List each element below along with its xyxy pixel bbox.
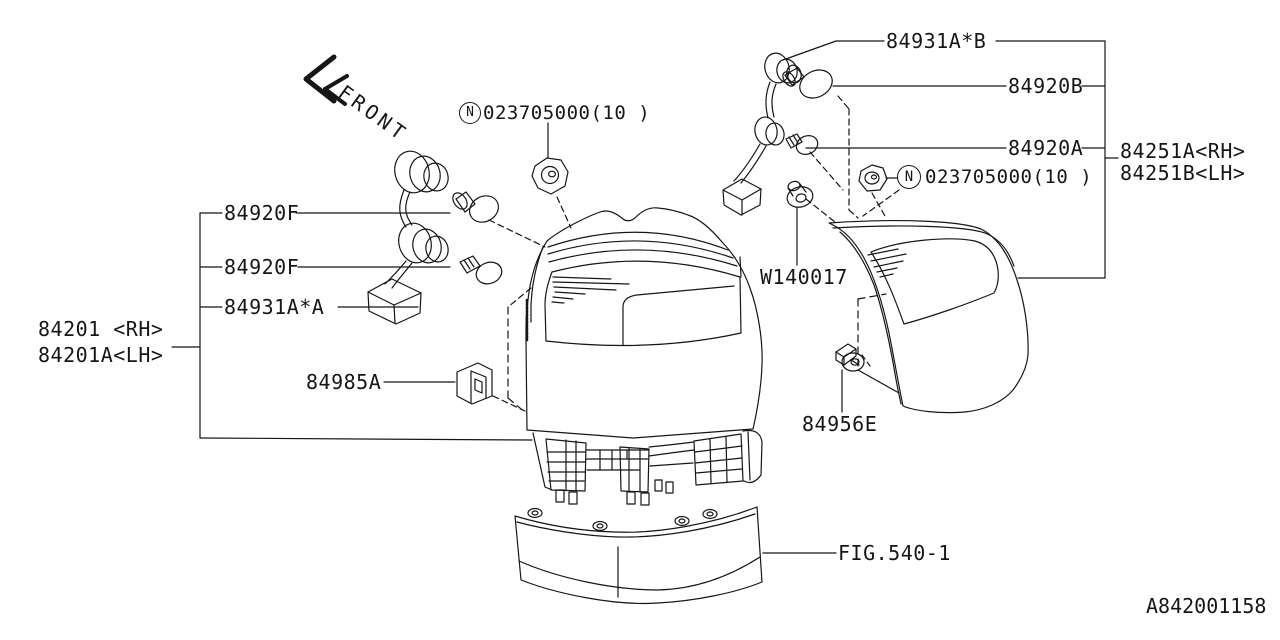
nut-left (531, 122, 572, 229)
part-label-bulb-a: 84920A (1008, 136, 1084, 160)
part-label-lens-rh: 84251A<RH> (1120, 139, 1246, 163)
bulb-84920f-2 (459, 255, 532, 308)
part-label-cord-a: 84931A*A (224, 295, 325, 319)
leader-lines (171, 40, 1119, 554)
part-label-lamp-lh: 84201A<LH> (38, 343, 164, 367)
part-label-screw-w: W140017 (760, 265, 848, 289)
nut-symbol-icon: N (897, 165, 921, 189)
nut-right (858, 164, 900, 217)
part-label-cord-b: 84931A*B (886, 29, 987, 53)
body-panel-dashed-left (507, 306, 527, 414)
figure-reference-label: FIG.540-1 (838, 541, 951, 565)
part-label-nut-left: 023705000(10 ) (483, 102, 651, 124)
bulb-84920a (785, 133, 844, 191)
lens-assembly-right (828, 219, 1029, 414)
part-label-packing: 84985A (306, 370, 382, 394)
clip-84985a (456, 362, 526, 412)
lamp-assembly-main (525, 207, 763, 506)
bulb-84920f-1 (452, 191, 546, 248)
part-label-bulb-f1: 84920F (224, 201, 300, 225)
left-harness-cord (367, 150, 449, 325)
nut-symbol-icon: N (459, 102, 481, 124)
part-label-lens-lh: 84251B<LH> (1120, 161, 1246, 185)
screw-w140017 (786, 180, 836, 266)
part-label-nut-right: 023705000(10 ) (925, 166, 1093, 188)
drawing-number: A842001158 (1146, 594, 1267, 618)
front-arrow-icon (303, 54, 349, 106)
part-label-bulb-b: 84920B (1008, 74, 1084, 98)
part-label-screw-e: 84956E (802, 412, 878, 436)
part-label-bulb-f2: 84920F (224, 255, 300, 279)
garnish-fig540 (514, 506, 763, 605)
part-label-lamp-rh: 84201 <RH> (38, 317, 164, 341)
screw-84956e (835, 343, 871, 413)
bulb-84920b (782, 67, 859, 219)
